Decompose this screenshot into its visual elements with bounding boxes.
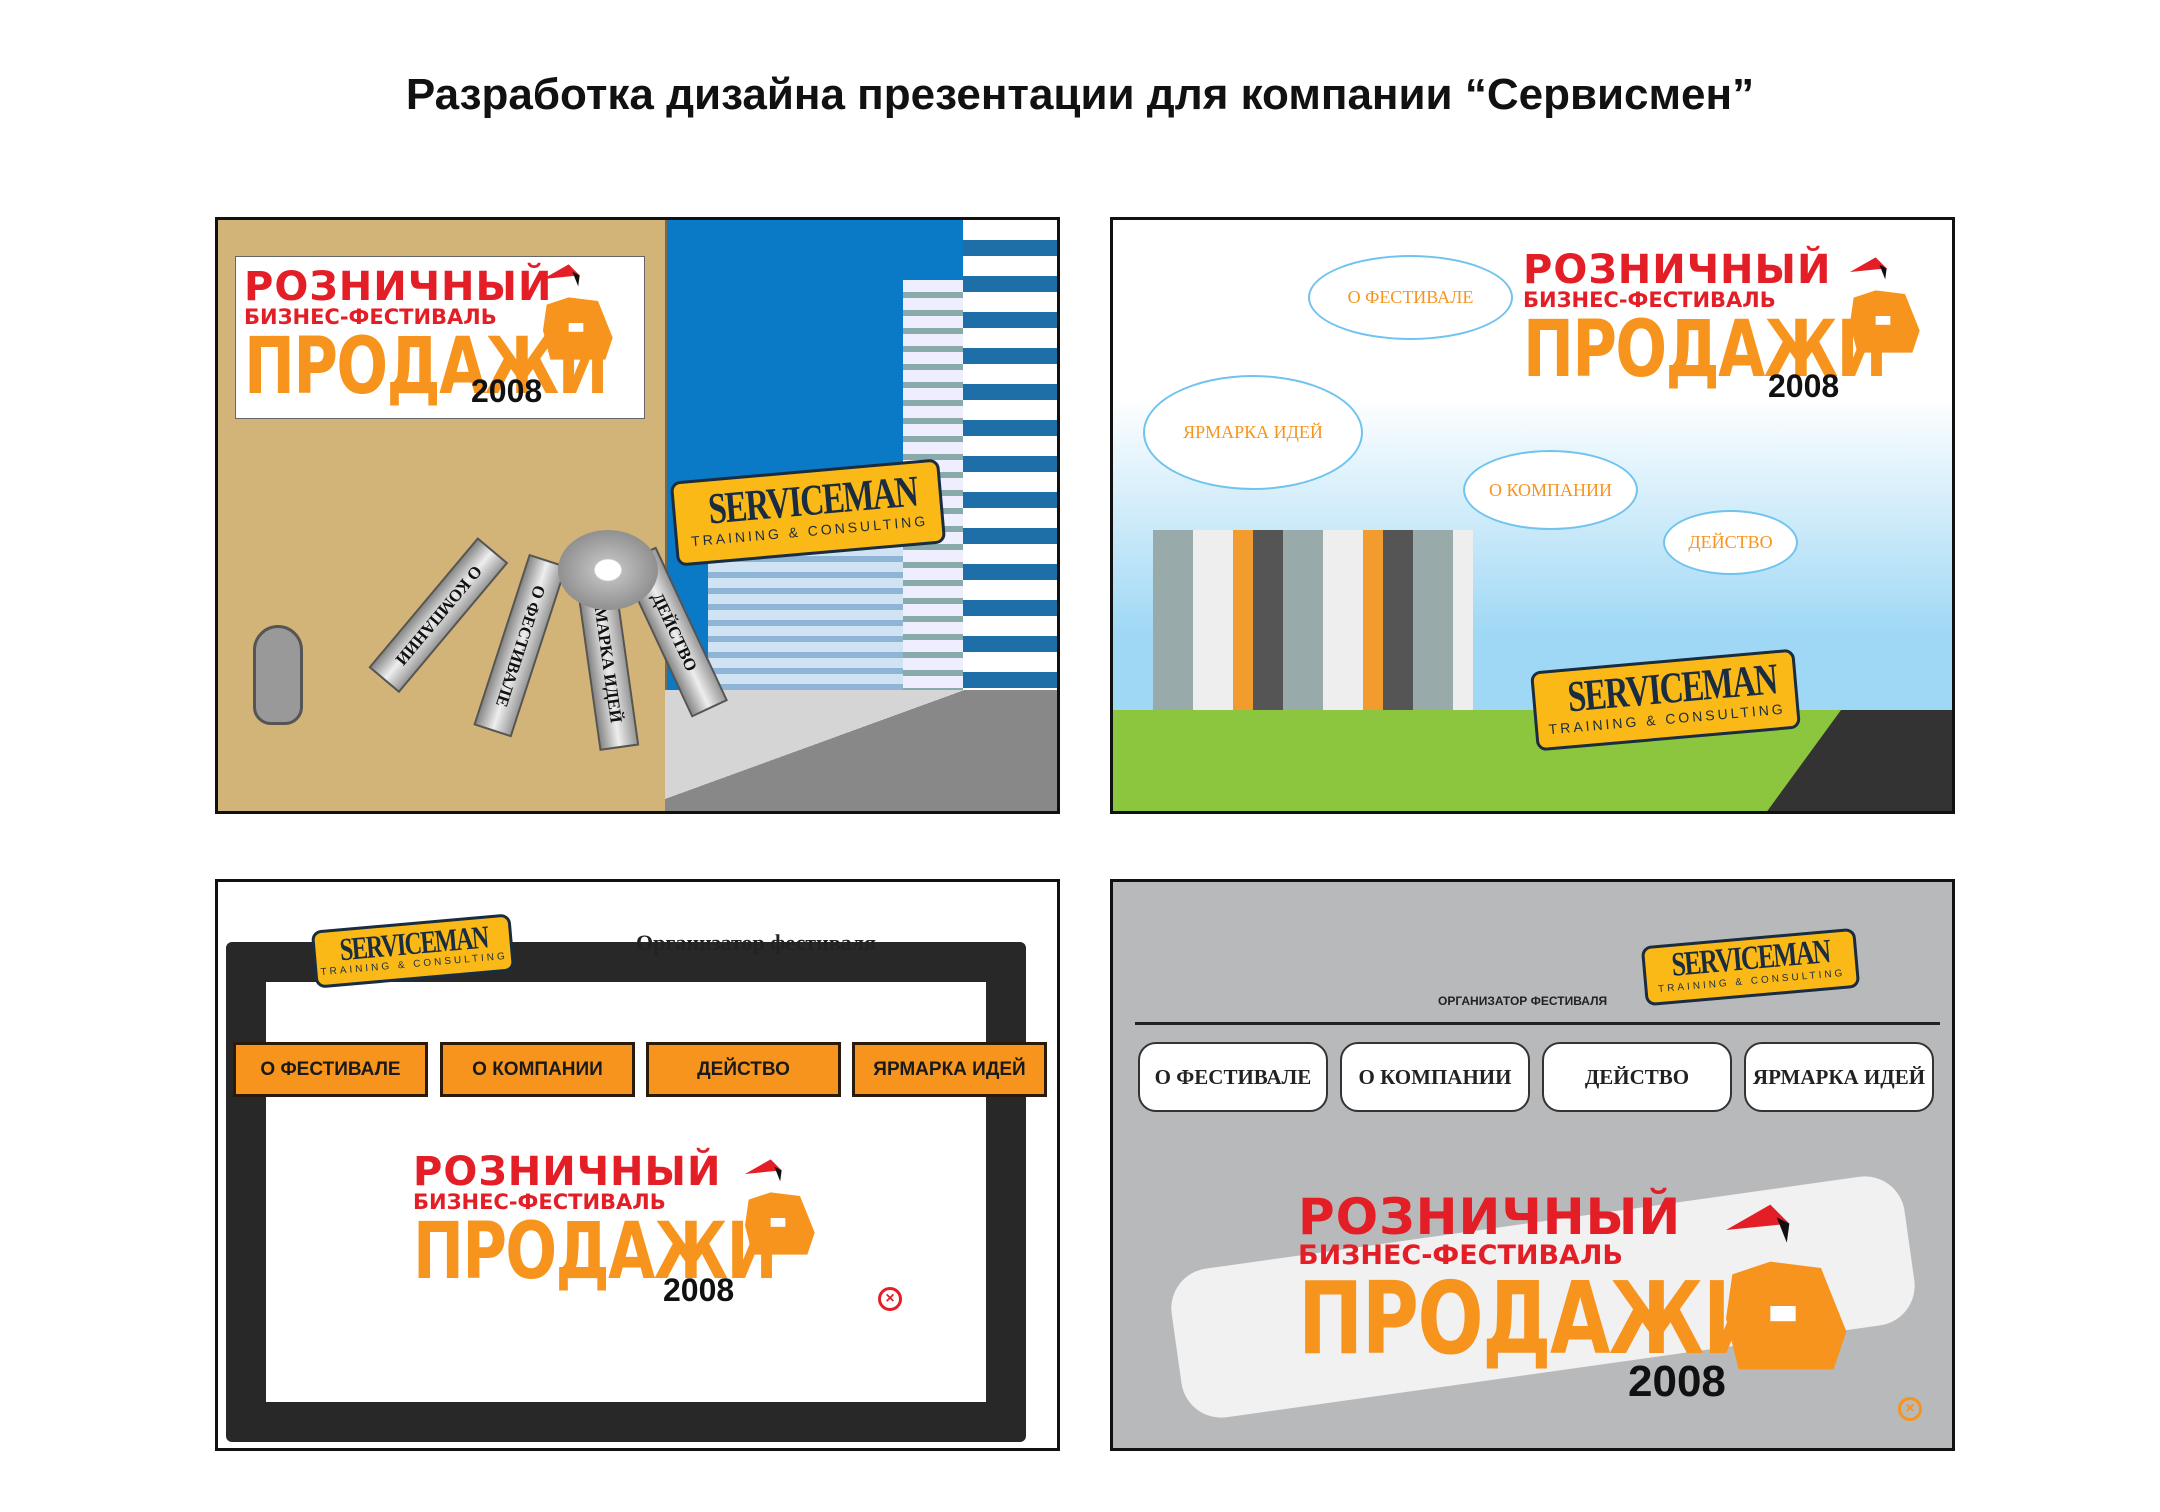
nav-card[interactable]: ЯРМАРКА ИДЕЙ <box>1744 1042 1934 1112</box>
close-icon[interactable]: × <box>1898 1397 1922 1421</box>
logo-line3: ПРОДАЖИ <box>1298 1260 1768 1377</box>
nav-button[interactable]: О КОМПАНИИ <box>440 1042 635 1097</box>
logo-year: 2008 <box>1628 1357 1726 1406</box>
logo-year: 2008 <box>471 373 543 409</box>
festival-logo: РОЗНИЧНЫЙ БИЗНЕС-ФЕСТИВАЛЬ ПРОДАЖИ 2008 <box>1523 250 1943 410</box>
string-line <box>1135 1022 1940 1025</box>
logo-line1: РОЗНИЧНЫЙ <box>1298 1188 1682 1246</box>
cloud-button[interactable]: ДЕЙСТВО <box>1663 510 1798 575</box>
keyhole-icon <box>253 625 303 725</box>
festival-logo: РОЗНИЧНЫЙ БИЗНЕС-ФЕСТИВАЛЬ ПРОДАЖИ 2008 <box>235 256 645 419</box>
cloud-button[interactable]: О ФЕСТИВАЛЕ <box>1308 255 1513 340</box>
salesman-icon <box>1726 1204 1847 1370</box>
skyline <box>1153 530 1473 710</box>
design-grunge-frame: Организатор фестиваля SERVICEMAN TRAININ… <box>215 879 1060 1451</box>
festival-logo: РОЗНИЧНЫЙ БИЗНЕС-ФЕСТИВАЛЬ ПРОДАЖИ 2008 <box>413 1152 843 1312</box>
cloud-button[interactable]: ЯРМАРКА ИДЕЙ <box>1143 375 1363 490</box>
logo-line3: ПРОДАЖИ <box>1523 305 1888 395</box>
key-button[interactable]: О КОМПАНИИ <box>368 537 509 694</box>
logo-line2: БИЗНЕС-ФЕСТИВАЛЬ <box>1298 1240 1623 1271</box>
logo-line1: РОЗНИЧНЫЙ <box>244 264 553 310</box>
nav-card[interactable]: О ФЕСТИВАЛЕ <box>1138 1042 1328 1112</box>
organizer-label: Организатор фестиваля <box>636 930 877 955</box>
design-grey-tags: ОРГАНИЗАТОР ФЕСТИВАЛЯ SERVICEMAN TRAININ… <box>1110 879 1955 1451</box>
logo-year: 2008 <box>1768 368 1840 404</box>
organizer-label: ОРГАНИЗАТОР ФЕСТИВАЛЯ <box>1438 994 1608 1008</box>
cloud-button[interactable]: О КОМПАНИИ <box>1463 450 1638 530</box>
nav-button[interactable]: О ФЕСТИВАЛЕ <box>233 1042 428 1097</box>
nav-card[interactable]: ДЕЙСТВО <box>1542 1042 1732 1112</box>
nav-button[interactable]: ДЕЙСТВО <box>646 1042 841 1097</box>
serviceman-tag: SERVICEMAN TRAINING & CONSULTING <box>1640 927 1861 1007</box>
salesman-icon <box>745 1159 815 1255</box>
nav-button[interactable]: ЯРМАРКА ИДЕЙ <box>852 1042 1047 1097</box>
design-city-clouds: РОЗНИЧНЫЙ БИЗНЕС-ФЕСТИВАЛЬ ПРОДАЖИ 2008 … <box>1110 217 1955 814</box>
salesman-icon <box>543 264 613 360</box>
key-head <box>558 530 658 610</box>
logo-line2: БИЗНЕС-ФЕСТИВАЛЬ <box>244 305 497 329</box>
nav-card[interactable]: О КОМПАНИИ <box>1340 1042 1530 1112</box>
road <box>665 690 1057 811</box>
logo-year: 2008 <box>663 1272 735 1308</box>
logo-line1: РОЗНИЧНЫЙ <box>1523 247 1832 293</box>
logo-line3: ПРОДАЖИ <box>413 1207 778 1297</box>
logo-line2: БИЗНЕС-ФЕСТИВАЛЬ <box>413 1190 666 1214</box>
page-title: Разработка дизайна презентации для компа… <box>405 70 1755 119</box>
salesman-icon <box>1850 257 1920 353</box>
building <box>963 220 1057 700</box>
festival-logo: РОЗНИЧНЫЙ БИЗНЕС-ФЕСТИВАЛЬ ПРОДАЖИ 2008 <box>1298 1192 1868 1412</box>
grunge-frame <box>226 942 1026 1442</box>
close-icon[interactable]: × <box>878 1287 902 1311</box>
design-door-keys: РОЗНИЧНЫЙ БИЗНЕС-ФЕСТИВАЛЬ ПРОДАЖИ 2008 … <box>215 217 1060 814</box>
logo-line2: БИЗНЕС-ФЕСТИВАЛЬ <box>1523 288 1776 312</box>
logo-line1: РОЗНИЧНЫЙ <box>413 1149 722 1195</box>
